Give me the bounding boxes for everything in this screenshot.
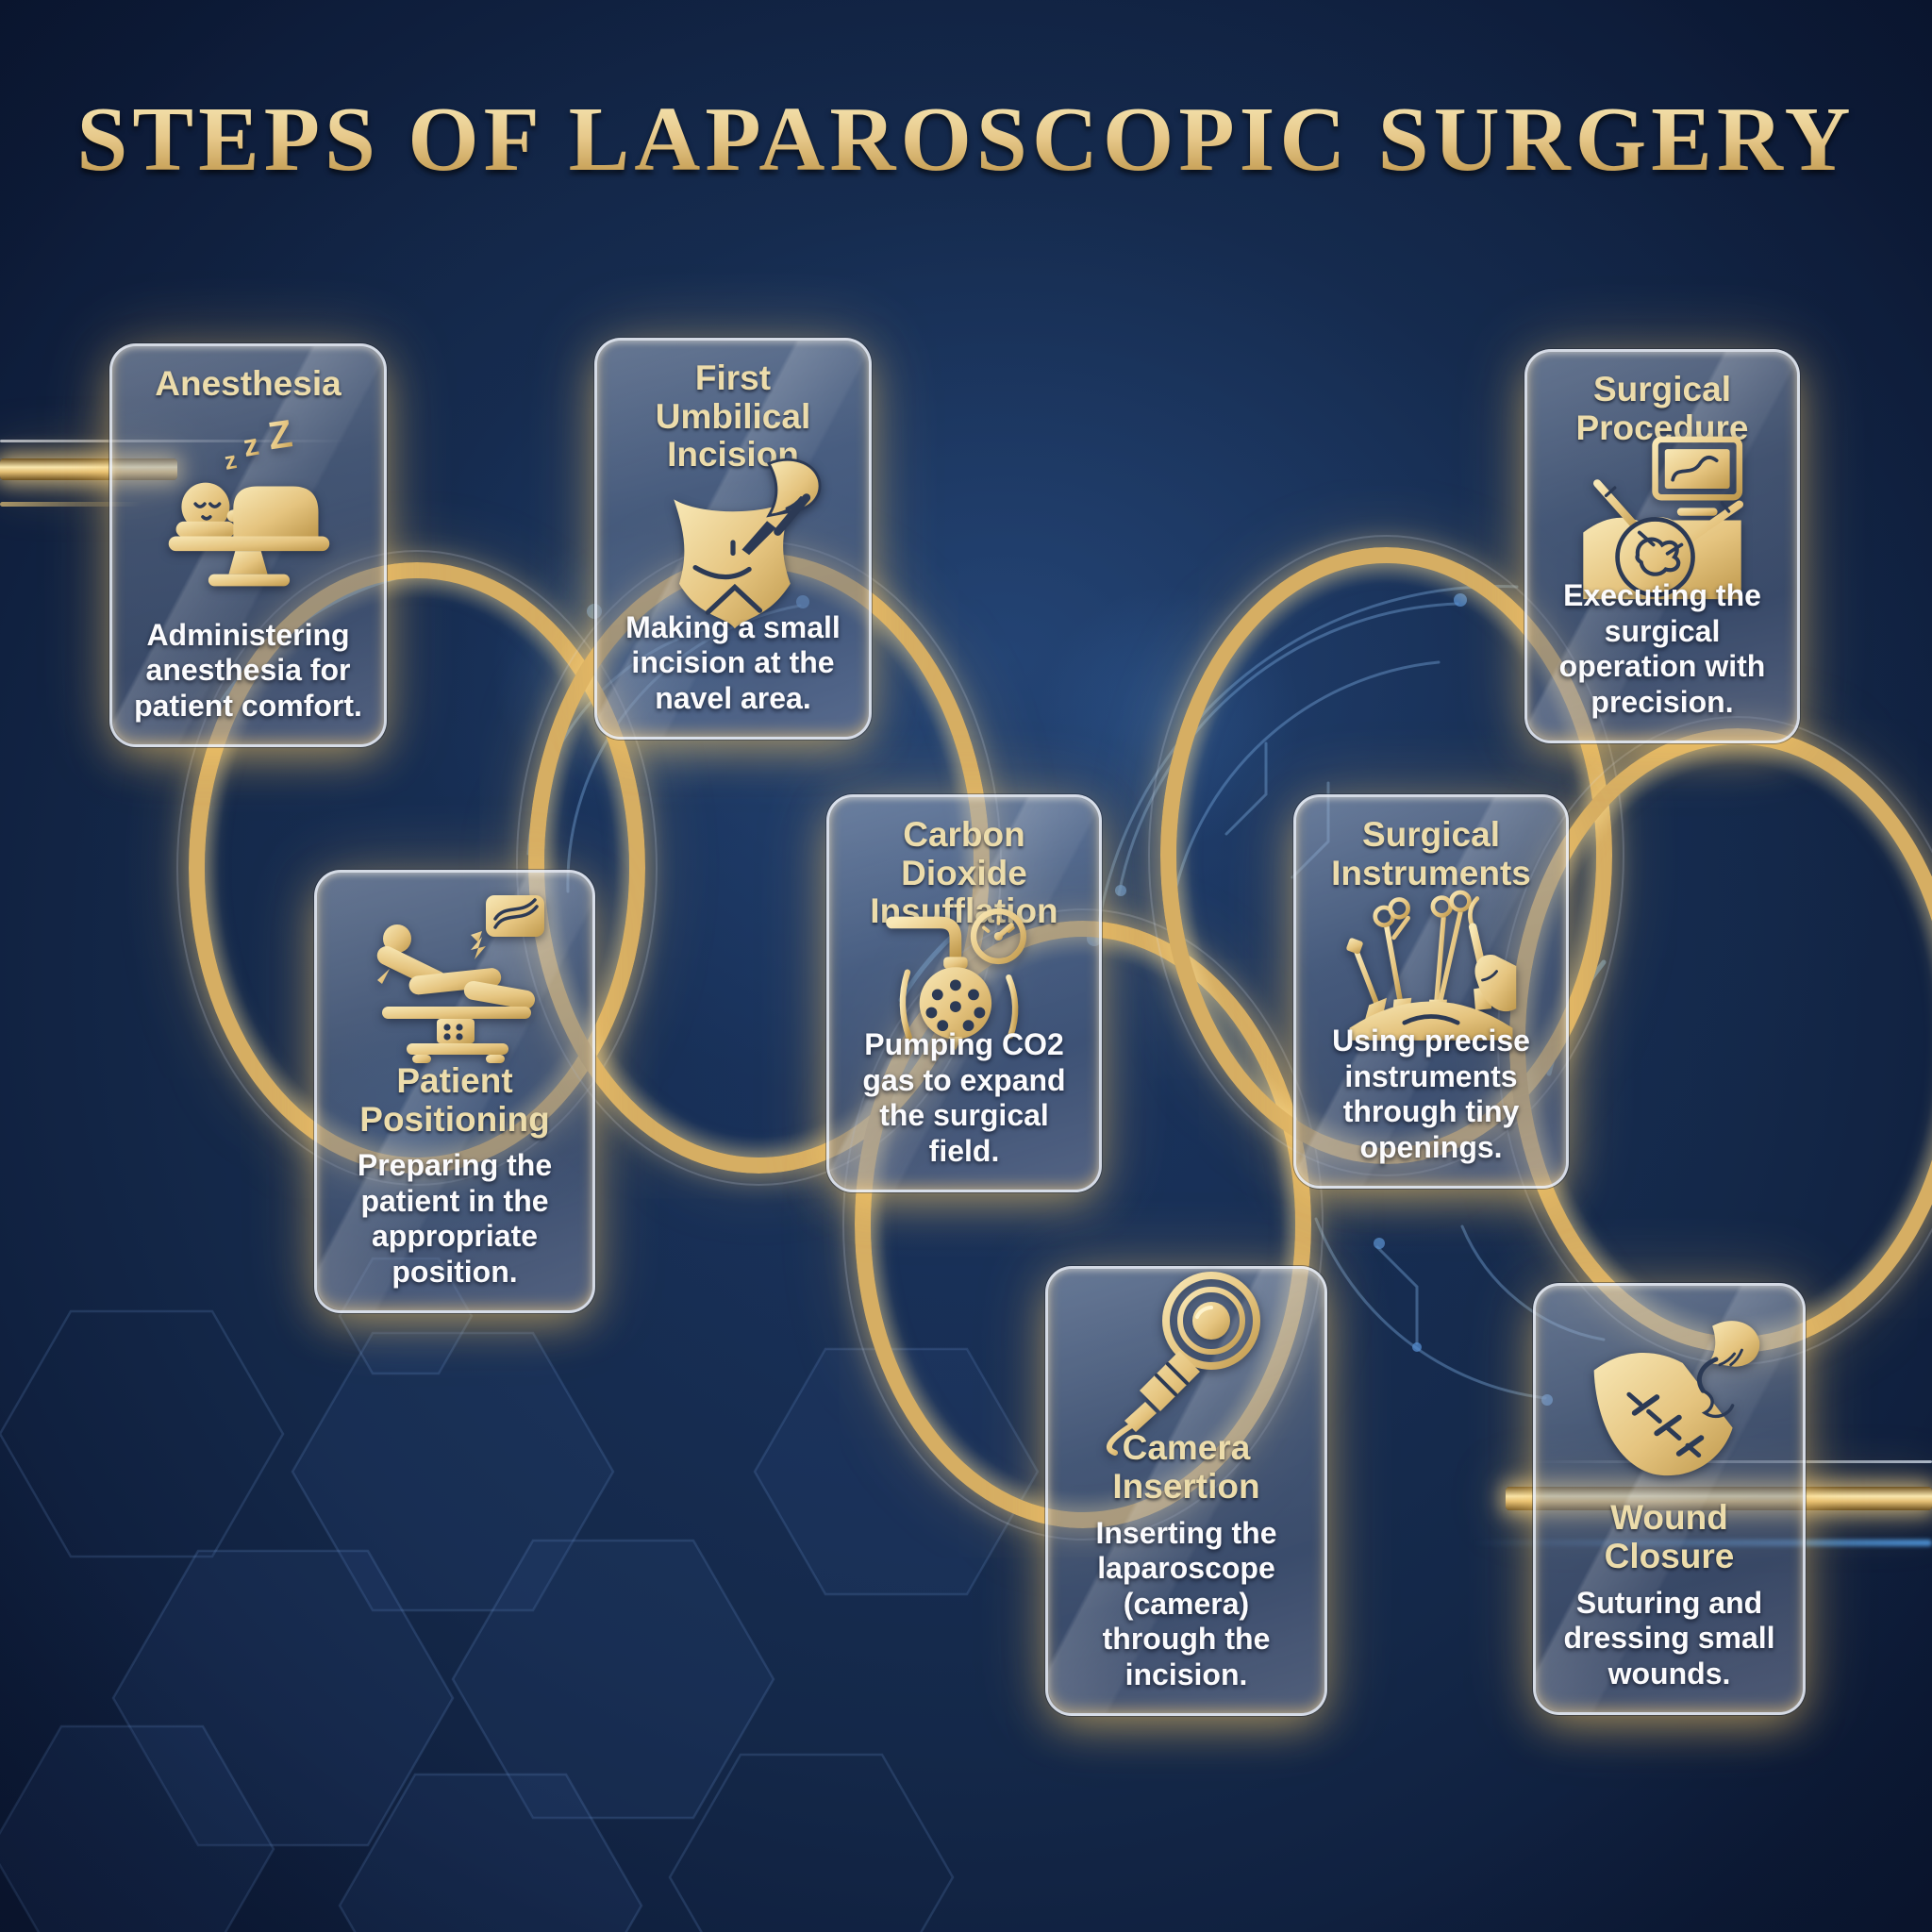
step-card-wound-closure: Wound Closure Suturing and dressing smal… — [1533, 1283, 1806, 1715]
co2-insufflation-icon — [878, 908, 1050, 1051]
chain-ring-5 — [1497, 716, 1932, 1365]
step-card-anesthesia: Anesthesia z z Z — [109, 343, 387, 747]
step-card-surgical-procedure: Surgical Procedure — [1524, 349, 1800, 743]
surgical-instruments-icon — [1342, 890, 1520, 1041]
suture-hand-icon — [1577, 1305, 1762, 1499]
step-card-camera-insertion: Camera Insertion Inserting the laparosco… — [1045, 1266, 1327, 1716]
svg-text:z: z — [223, 447, 239, 475]
step-description: Suturing and dressing small wounds. — [1563, 1585, 1775, 1690]
step-title: Patient Positioning — [359, 1060, 550, 1139]
laparoscopic-monitor-icon — [1574, 436, 1750, 599]
step-title: Camera Insertion — [1112, 1428, 1260, 1507]
svg-text:z: z — [241, 427, 261, 463]
step-description: Inserting the laparoscope (camera) throu… — [1095, 1515, 1277, 1691]
sleeping-patient-icon: z z Z — [156, 404, 341, 618]
step-description: Preparing the patient in the appropriate… — [357, 1148, 553, 1289]
step-title: Wound Closure — [1604, 1498, 1735, 1575]
page-title: STEPS OF LAPAROSCOPIC SURGERY — [0, 87, 1932, 192]
surgical-bed-icon — [353, 891, 557, 1064]
step-card-patient-positioning: Patient Positioning Preparing the patien… — [314, 870, 595, 1313]
laparoscope-camera-icon — [1092, 1271, 1281, 1456]
step-description: Executing the surgical operation with pr… — [1558, 578, 1766, 719]
step-description: Pumping CO2 gas to expand the surgical f… — [862, 1027, 1066, 1168]
step-card-first-umbilical-incision: First Umbilical Incision Making a small … — [594, 338, 872, 740]
scalpel-incision-icon — [643, 458, 823, 629]
step-card-co2-insufflation: Carbon Dioxide Insufflation — [826, 794, 1102, 1192]
step-title: Anesthesia — [155, 364, 341, 403]
svg-text:Z: Z — [265, 418, 294, 458]
step-card-surgical-instruments: Surgical Instruments — [1293, 794, 1569, 1189]
step-description: Administering anesthesia for patient com… — [134, 617, 362, 723]
step-description: Using precise instruments through tiny o… — [1332, 1024, 1530, 1164]
step-description: Making a small incision at the navel are… — [625, 609, 841, 715]
